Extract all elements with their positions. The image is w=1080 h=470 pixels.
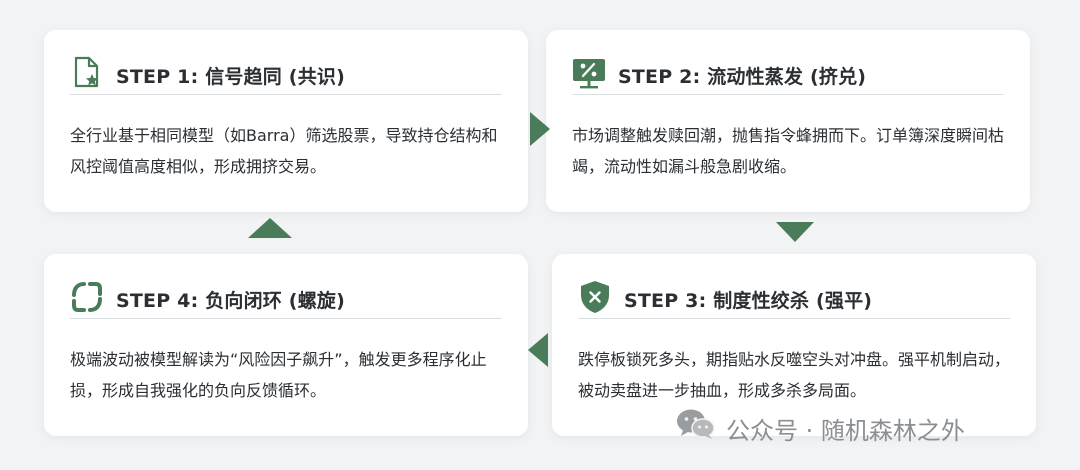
- step-3-text: 跌停板锁死多头，期指贴水反噬空头对冲盘。强平机制启动，被动卖盘进一步抽血，形成多…: [578, 350, 1011, 400]
- step-4-text: 极端波动被模型解读为“风险因子飙升”，触发更多程序化止损，形成自我强化的负向反馈…: [70, 350, 487, 400]
- arrow-right-icon: [530, 112, 550, 146]
- step-1-title: STEP 1: 信号趋同 (共识): [116, 66, 345, 88]
- step-4-title: STEP 4: 负向闭环 (螺旋): [116, 290, 345, 312]
- step-2-title: STEP 2: 流动性蒸发 (挤兑): [618, 66, 867, 88]
- step-1-text: 全行业基于相同模型（如Barra）筛选股票，导致持仓结构和风控阈值高度相似，形成…: [70, 126, 498, 176]
- step-4-card: STEP 4: 负向闭环 (螺旋) 极端波动被模型解读为“风险因子飙升”，触发更…: [44, 254, 528, 436]
- step-1-header: STEP 1: 信号趋同 (共识): [70, 54, 502, 95]
- document-star-icon: [74, 56, 99, 88]
- step-2-card: STEP 2: 流动性蒸发 (挤兑) 市场调整触发赎回潮，抛售指令蜂拥而下。订单…: [546, 30, 1030, 212]
- step-3-title: STEP 3: 制度性绞杀 (强平): [624, 290, 873, 312]
- step-1-card: STEP 1: 信号趋同 (共识) 全行业基于相同模型（如Barra）筛选股票，…: [44, 30, 528, 212]
- step-3-card: STEP 3: 制度性绞杀 (强平) 跌停板锁死多头，期指贴水反噬空头对冲盘。强…: [552, 254, 1036, 436]
- arrow-down-icon: [776, 222, 814, 242]
- cycle-arrows-icon: [72, 282, 102, 312]
- arrow-left-icon: [528, 333, 548, 367]
- watermark-text: 公众号 · 随机森林之外: [726, 417, 965, 445]
- step-4-header: STEP 4: 负向闭环 (螺旋): [70, 278, 502, 319]
- monitor-percent-icon: [573, 59, 605, 89]
- arrow-up-icon: [248, 218, 292, 238]
- step-2-text: 市场调整触发赎回潮，抛售指令蜂拥而下。订单簿深度瞬间枯竭，流动性如漏斗般急剧收缩…: [572, 126, 1005, 176]
- shield-x-icon: [581, 281, 609, 313]
- wechat-icon: [677, 409, 715, 439]
- step-3-header: STEP 3: 制度性绞杀 (强平): [578, 278, 1010, 319]
- step-2-header: STEP 2: 流动性蒸发 (挤兑): [572, 54, 1004, 95]
